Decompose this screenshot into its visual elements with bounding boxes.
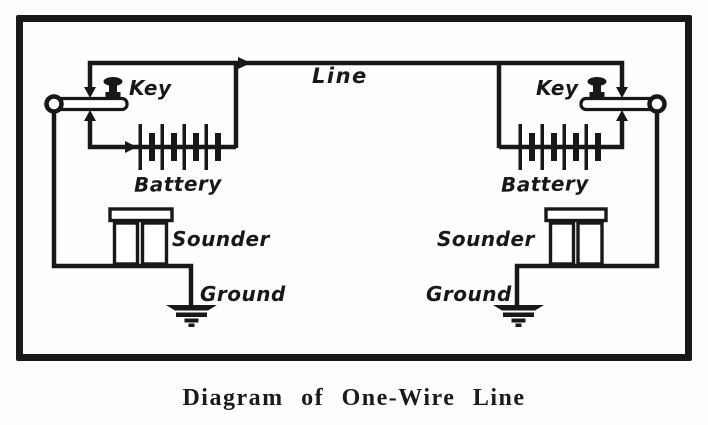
left-ground-label: Ground: [200, 282, 286, 306]
left-station: [44, 77, 236, 327]
diagram-border: [16, 15, 692, 361]
right-current-arrows: [616, 110, 628, 121]
right-battery-label: Battery: [500, 171, 590, 197]
arrow-up-right-key: [616, 110, 628, 121]
left-battery-wire: [87, 118, 236, 150]
current-arrows-line: [84, 57, 628, 98]
left-ground-wire: [51, 111, 194, 306]
ground-icon: [166, 305, 217, 327]
right-key-label: Key: [536, 76, 579, 100]
left-battery-label: Battery: [133, 171, 223, 197]
key-knob: [587, 77, 607, 98]
right-station: [493, 77, 667, 327]
right-battery-wire: [499, 118, 625, 150]
left-sounder-label: Sounder: [172, 227, 270, 251]
figure-caption: Diagram of One-Wire Line: [182, 385, 526, 411]
right-sounder-label: Sounder: [437, 227, 535, 251]
left-key-label: Key: [129, 76, 172, 100]
arrow-right-on-line: [238, 57, 251, 69]
arrow-into-left-battery: [125, 141, 137, 153]
telegraph-key-icon: [44, 77, 129, 114]
ground-icon: [493, 305, 544, 327]
arrow-up-left-key: [84, 110, 96, 121]
line-label: Line: [312, 64, 368, 88]
sounder-icon: [108, 207, 174, 266]
line-wire: [87, 60, 625, 148]
sounder-icon: [544, 207, 608, 266]
right-ground-wire: [514, 111, 660, 306]
arrow-down-right-key: [616, 87, 628, 98]
right-ground-label: Ground: [426, 282, 512, 306]
arrow-down-left-key: [84, 87, 96, 98]
key-knob: [103, 77, 123, 98]
battery-icon: [518, 124, 601, 170]
telegraph-key-icon: [579, 77, 667, 114]
left-current-arrows: [84, 110, 137, 153]
battery-icon: [138, 124, 221, 170]
